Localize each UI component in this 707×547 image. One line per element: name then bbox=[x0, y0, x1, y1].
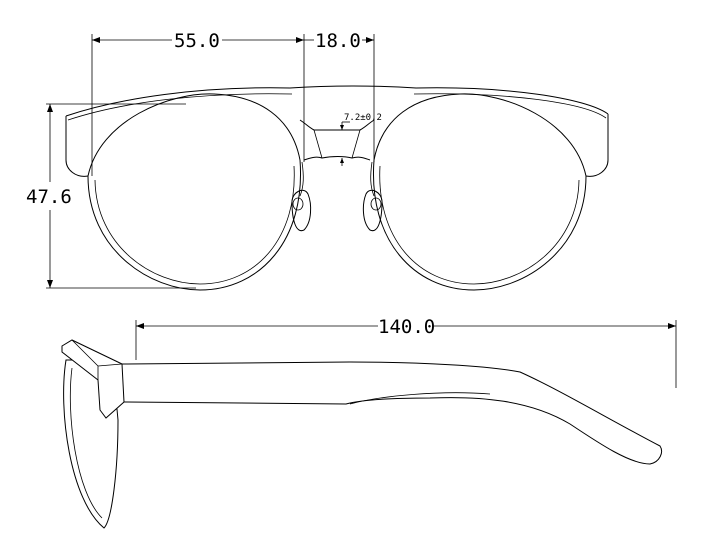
dim-arrow bbox=[340, 125, 344, 130]
frame-browline bbox=[65, 85, 609, 117]
frame-browline-inner-right bbox=[413, 93, 607, 119]
side-view: 140.0 bbox=[61, 316, 677, 529]
left-nose-pad bbox=[291, 189, 312, 232]
dim-lens-height-label: 47.6 bbox=[26, 186, 72, 208]
temple-arm bbox=[121, 361, 663, 465]
dim-arrow bbox=[296, 37, 304, 43]
dim-bridge-height-label: 7.2±0.2 bbox=[344, 113, 382, 123]
bridge-right-edge bbox=[351, 129, 361, 159]
frame-browline-inner bbox=[67, 93, 293, 121]
right-rim-top bbox=[373, 93, 587, 177]
left-rim-top bbox=[87, 93, 301, 177]
left-lens-outer bbox=[87, 159, 302, 291]
left-nose-pad-screw bbox=[292, 197, 304, 211]
dim-arrow bbox=[92, 37, 100, 43]
temple-arm-inner bbox=[349, 392, 491, 405]
front-view: 55.0 18.0 47.6 7.2±0.2 bbox=[26, 30, 609, 291]
side-lens-inner bbox=[69, 367, 103, 519]
side-frame-block bbox=[61, 339, 125, 419]
side-frame-block-edge2 bbox=[97, 363, 123, 367]
dim-arrow bbox=[340, 158, 344, 163]
dim-arrow bbox=[47, 280, 53, 288]
dim-arrow bbox=[47, 104, 53, 112]
dim-lens-width-label: 55.0 bbox=[174, 30, 220, 52]
dim-bridge-width-label: 18.0 bbox=[315, 30, 361, 52]
bridge-lower bbox=[303, 156, 371, 161]
right-nose-pad-arm bbox=[370, 161, 375, 197]
dim-arrow bbox=[366, 37, 374, 43]
dim-arrow bbox=[136, 323, 144, 329]
right-nose-pad-screw bbox=[370, 197, 382, 211]
left-lens-inner bbox=[94, 165, 295, 285]
dim-temple-length-label: 140.0 bbox=[378, 316, 435, 338]
bridge bbox=[299, 119, 375, 131]
right-nose-pad bbox=[362, 189, 383, 232]
right-lens-inner bbox=[379, 165, 580, 285]
right-lens-outer bbox=[372, 159, 587, 291]
bridge-left-edge bbox=[313, 129, 323, 159]
frame-left-endpiece bbox=[65, 116, 89, 177]
frame-right-endpiece bbox=[585, 114, 609, 177]
dim-arrow bbox=[668, 323, 676, 329]
left-nose-pad-arm bbox=[299, 161, 304, 197]
